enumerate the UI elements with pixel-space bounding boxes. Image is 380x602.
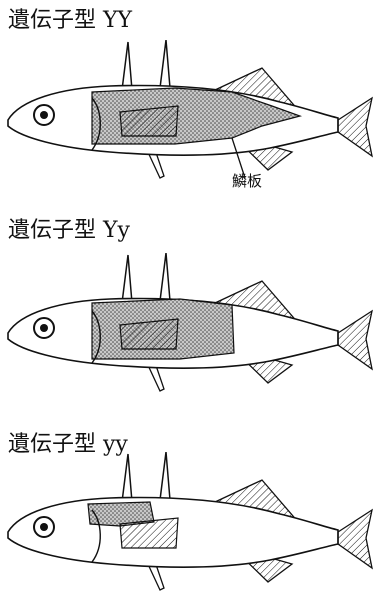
stickleback-fish-partial-plates (0, 253, 380, 403)
stickleback-fish-full-plates (0, 40, 380, 190)
genotype-label-Yy: 遺伝子型 Yy (8, 218, 130, 244)
stickleback-fish-low-plates (0, 452, 380, 602)
genotype-label-YY: 遺伝子型 YY (8, 8, 132, 34)
plate-callout-label: 鱗板 (232, 172, 262, 190)
